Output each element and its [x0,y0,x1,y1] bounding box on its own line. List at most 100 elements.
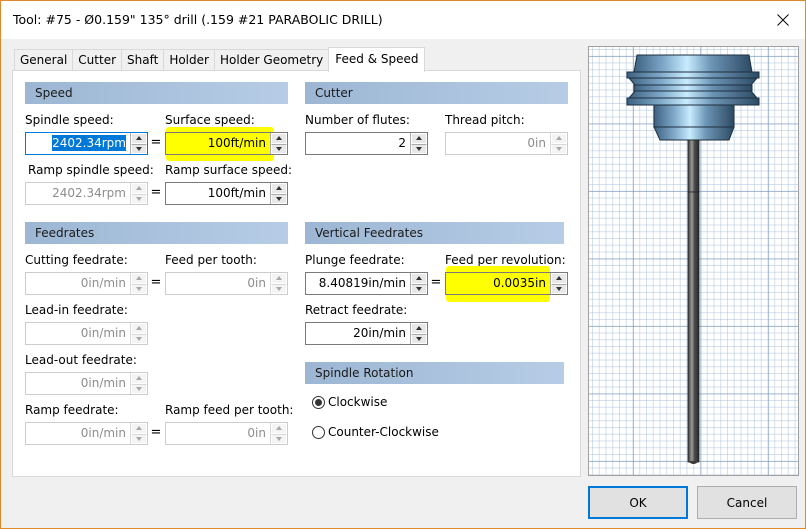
cutter-section-header: Cutter [305,82,568,104]
ramp-feedrate-value: 0in/min [80,426,126,440]
spin-up-icon[interactable] [271,133,287,144]
spin-up-icon [131,273,147,284]
plunge-feedrate-input[interactable]: 8.40819in/min [305,272,428,295]
spin-up-icon [551,133,567,144]
plunge-feedrate-value: 8.40819in/min [318,276,406,290]
cutting-feedrate-label: Cutting feedrate: [25,253,128,267]
surface-speed-value: 100ft/min [207,136,266,150]
spin-down-icon [131,383,147,394]
spindle-speed-spinner[interactable] [130,133,147,154]
ramp-spindle-speed-spinner [130,183,147,204]
flutes-input[interactable]: 2 [305,132,428,155]
radio-counter-clockwise[interactable]: Counter-Clockwise [312,425,439,439]
spin-down-icon[interactable] [271,193,287,204]
spin-up-icon[interactable] [551,273,567,284]
radio-unselected-icon [312,425,325,439]
cancel-button[interactable]: Cancel [697,486,797,519]
tab-bar: General Cutter Shaft Holder Holder Geome… [14,47,426,72]
lead-out-feedrate-input: 0in/min [25,372,148,395]
spin-down-icon[interactable] [551,283,567,294]
speed-section-header: Speed [25,82,288,104]
ramp-feedrate-label: Ramp feedrate: [25,403,119,417]
tab-shaft[interactable]: Shaft [121,49,164,71]
ramp-surface-speed-spinner[interactable] [270,183,287,204]
spin-up-icon [271,423,287,434]
thread-pitch-spinner [550,133,567,154]
spin-up-icon [131,323,147,334]
spin-down-icon [271,433,287,444]
ramp-feed-per-tooth-label: Ramp feed per tooth: [165,403,294,417]
retract-feedrate-input[interactable]: 20in/min [305,322,428,345]
equals-sign: = [150,275,162,290]
spin-down-icon [551,143,567,154]
tool-preview [588,46,799,476]
radio-clockwise-label: Clockwise [328,395,388,409]
feed-speed-panel: Speed Spindle speed: 2402.34rpm = Surfac… [12,70,581,477]
lead-out-feedrate-spinner [130,373,147,394]
spin-up-icon [131,373,147,384]
tab-general[interactable]: General [14,49,73,71]
spin-up-icon [131,183,147,194]
plunge-feedrate-label: Plunge feedrate: [305,253,405,267]
ramp-spindle-speed-label: Ramp spindle speed: [28,163,154,177]
ramp-spindle-speed-value: 2402.34rpm [52,186,126,200]
tab-holder[interactable]: Holder [163,49,214,71]
spin-up-icon[interactable] [411,323,427,334]
vertical-feedrates-section-header: Vertical Feedrates [305,222,564,244]
thread-pitch-label: Thread pitch: [445,113,525,127]
feedrates-section-header: Feedrates [25,222,288,244]
feed-per-revolution-value: 0.0035in [493,276,546,290]
spin-up-icon[interactable] [271,183,287,194]
spin-down-icon [131,283,147,294]
lead-in-feedrate-spinner [130,323,147,344]
radio-counter-clockwise-label: Counter-Clockwise [328,425,439,439]
spindle-speed-value: 2402.34rpm [52,135,126,151]
feed-per-revolution-spinner[interactable] [550,273,567,294]
flutes-spinner[interactable] [410,133,427,154]
retract-feedrate-spinner[interactable] [410,323,427,344]
spin-down-icon[interactable] [411,333,427,344]
spin-down-icon [131,433,147,444]
spin-down-icon[interactable] [271,143,287,154]
spin-up-icon [131,423,147,434]
spin-down-icon[interactable] [411,283,427,294]
plunge-feedrate-spinner[interactable] [410,273,427,294]
equals-sign: = [150,185,162,200]
spindle-speed-input[interactable]: 2402.34rpm [25,132,148,155]
surface-speed-spinner[interactable] [270,133,287,154]
ok-button[interactable]: OK [588,486,688,519]
surface-speed-input[interactable]: 100ft/min [165,132,288,155]
tab-holder-geometry[interactable]: Holder Geometry [213,49,329,71]
spin-down-icon[interactable] [411,143,427,154]
ramp-feedrate-input: 0in/min [25,422,148,445]
spin-up-icon[interactable] [131,133,147,144]
lead-out-feedrate-value: 0in/min [80,376,126,390]
close-button[interactable] [765,5,801,35]
equals-sign: = [150,425,162,440]
spin-up-icon[interactable] [411,273,427,284]
spin-down-icon[interactable] [131,143,147,154]
spin-down-icon [131,193,147,204]
cutting-feedrate-value: 0in/min [80,276,126,290]
radio-clockwise[interactable]: Clockwise [312,395,387,409]
lead-in-feedrate-input: 0in/min [25,322,148,345]
thread-pitch-input: 0in [445,132,568,155]
retract-feedrate-value: 20in/min [353,326,406,340]
ramp-surface-speed-label: Ramp surface speed: [165,163,293,177]
equals-sign: = [430,275,442,290]
feed-per-tooth-value: 0in [247,276,266,290]
flutes-label: Number of flutes: [305,113,410,127]
feed-per-tooth-spinner [270,273,287,294]
title-bar: Tool: #75 - Ø0.159" 135° drill (.159 #21… [1,1,805,39]
ramp-surface-speed-value: 100ft/min [207,186,266,200]
tab-feed-speed[interactable]: Feed & Speed [328,47,426,72]
feed-per-revolution-input[interactable]: 0.0035in [445,272,568,295]
ramp-feed-per-tooth-value: 0in [247,426,266,440]
lead-in-feedrate-label: Lead-in feedrate: [25,303,128,317]
tab-cutter[interactable]: Cutter [72,49,122,71]
ramp-surface-speed-input[interactable]: 100ft/min [165,182,288,205]
drill-holder-icon [626,54,760,464]
spin-up-icon[interactable] [411,133,427,144]
surface-speed-label: Surface speed: [165,113,255,127]
